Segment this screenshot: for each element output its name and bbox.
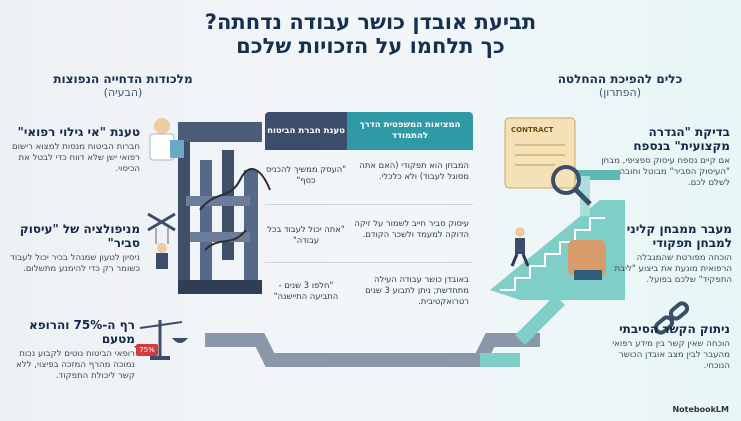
contract-illustration	[504, 117, 592, 206]
table-header-legal: המציאות המשפטית הדרך להתמודד	[347, 112, 473, 150]
pipe-illustration	[205, 295, 565, 367]
left-item-1: טענת "אי גילוי רפואי" חברות הביטוח מנסות…	[10, 125, 140, 175]
comparison-table: טענת חברת הביטוח המציאות המשפטית הדרך לה…	[265, 112, 473, 344]
right-subheading-text: (הפתרון)	[598, 86, 642, 99]
scale-badge: 75%	[136, 344, 158, 356]
right-item-1-title: בדיקת "הגדרה מקצועית" בנספח	[633, 125, 730, 153]
contract-label: CONTRACT	[511, 126, 554, 134]
right-item-2-desc: הוכחה מפורטת שהמגבלה הרפואית מונעת את בי…	[614, 253, 732, 285]
table-row-3-right: באובדן כושר עבודה העילה מתחדשת; ניתן לתב…	[365, 274, 469, 306]
left-item-1-desc: חברות הביטוח מנסות למצוא רישום רפואי ישן…	[11, 142, 140, 174]
right-heading-text: כלים להפיכת ההחלטה	[557, 72, 683, 86]
hand-illustration	[568, 240, 606, 280]
page-subtitle: כך תלחמו על הזכויות שלכם	[236, 34, 505, 58]
title-block: תביעת אובדן כושר עבודה נדחתה? כך תלחמו ע…	[0, 10, 741, 58]
right-item-3-title: ניתוק הקשר הסיבתי	[619, 322, 730, 336]
table-row-3-left: "חלפו 3 שנים - התביעה התיישנה"	[273, 280, 339, 301]
left-item-2-title: מניפולציה של "עיסוק סביר"	[19, 222, 140, 250]
left-item-3-title: רף ה-75% והרופא מטעם	[29, 318, 135, 346]
table-header-insurer: טענת חברת הביטוח	[265, 112, 347, 150]
right-item-1: בדיקת "הגדרה מקצועית" בנספח אם קיים נספח…	[600, 125, 730, 189]
table-divider	[265, 204, 473, 205]
page-title: תביעת אובדן כושר עבודה נדחתה?	[204, 10, 537, 34]
table-row-2-left: "אתה יכול לעבוד בכל עבודה"	[267, 224, 345, 245]
left-column-heading: מלכודות הדחייה הנפוצות (הבעיה)	[18, 72, 228, 99]
brand-logo: NotebookLM	[672, 405, 729, 414]
right-item-3: ניתוק הקשר הסיבתי הוכחה שאין קשר בין מיד…	[600, 322, 730, 372]
right-item-3-desc: הוכחה שאין קשר בין מידע רפואי מהעבר לבין…	[612, 339, 730, 371]
table-row-1-left: "העסק ממשיך להכניס כסף"	[265, 164, 347, 185]
left-item-3-desc: רופאי הביטוח נוטים לקבוע נכות נמוכה מהרף…	[16, 349, 135, 381]
table-row-2-right: עיסוק סביר חייב לשמור על זיקה הדוקה למעמ…	[354, 218, 469, 239]
table-row-1-right: המבחן הוא תפקודי (האם אתה מסוגל לעבוד) ו…	[359, 160, 469, 181]
puppet-illustration	[147, 212, 176, 269]
left-heading-text: מלכודות הדחייה הנפוצות	[53, 72, 193, 86]
left-item-2-desc: ניסיון לטעון שמנהל בכיר יכול לעבוד כשומר…	[10, 253, 140, 274]
table-divider	[265, 262, 473, 263]
right-column-heading: כלים להפיכת ההחלטה (הפתרון)	[520, 72, 720, 99]
broken-chain-icon	[653, 301, 690, 335]
climber-illustration	[510, 227, 530, 267]
doctor-illustration	[149, 118, 184, 161]
left-subheading-text: (הבעיה)	[103, 86, 143, 99]
maze-illustration	[178, 122, 262, 294]
left-item-1-title: טענת "אי גילוי רפואי"	[17, 125, 140, 139]
left-item-3: רף ה-75% והרופא מטעם רופאי הביטוח נוטים …	[10, 318, 135, 382]
thorn-vines	[199, 168, 271, 251]
right-item-1-desc: אם קיים נספח עיסוק ספציפי, מבחן "העיסוק …	[601, 156, 730, 188]
right-item-2: מעבר ממבחן קליני למבחן תפקודי הוכחה מפור…	[610, 222, 732, 286]
right-item-2-title: מעבר ממבחן קליני למבחן תפקודי	[626, 222, 732, 250]
left-item-2: מניפולציה של "עיסוק סביר" ניסיון לטעון ש…	[10, 222, 140, 275]
